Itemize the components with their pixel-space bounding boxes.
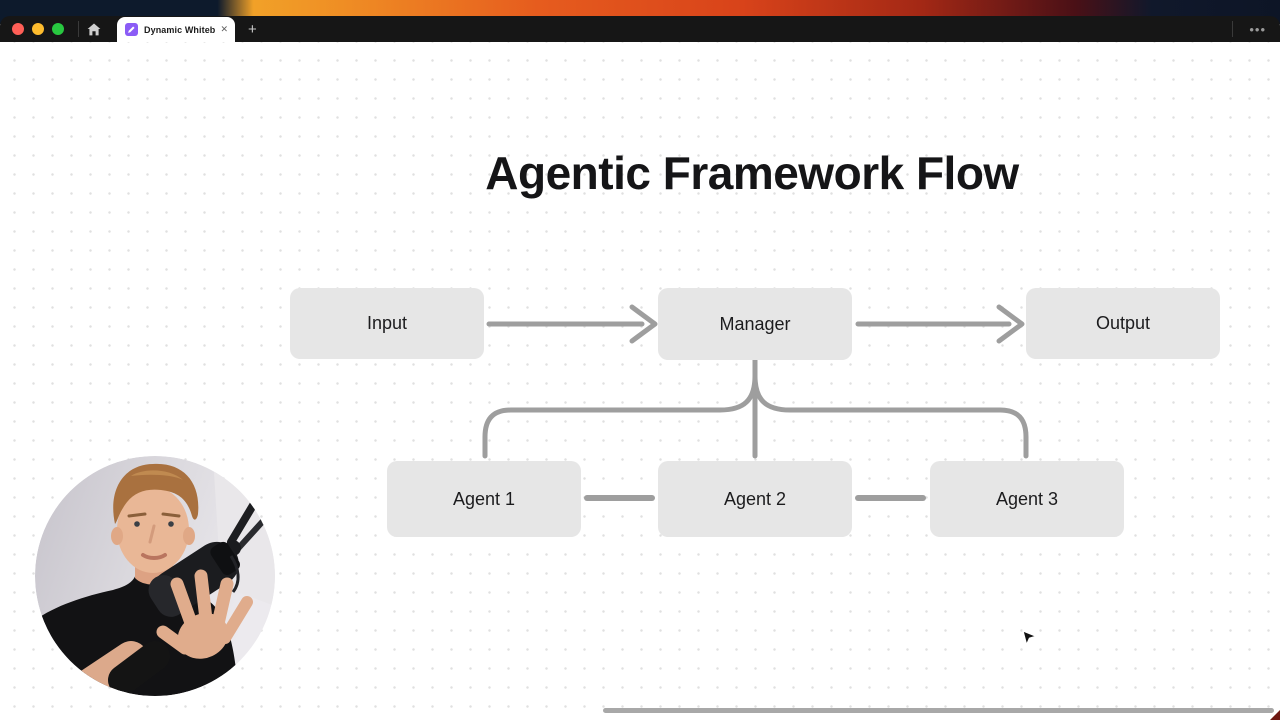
webcam-overlay bbox=[35, 456, 275, 696]
zoom-window-button[interactable] bbox=[52, 23, 64, 35]
overflow-menu-button[interactable]: ••• bbox=[1249, 21, 1266, 37]
node-agent-3[interactable]: Agent 3 bbox=[930, 461, 1124, 537]
tab-bar-right: ••• bbox=[1232, 16, 1280, 42]
horizontal-scrollbar[interactable] bbox=[603, 708, 1274, 713]
new-tab-button[interactable]: + bbox=[248, 20, 257, 38]
whiteboard-favicon-icon bbox=[125, 23, 138, 36]
node-agent-1[interactable]: Agent 1 bbox=[387, 461, 581, 537]
home-button[interactable] bbox=[79, 16, 109, 42]
tab-dynamic-whiteboard[interactable]: Dynamic Whiteboard ✕ bbox=[117, 17, 235, 42]
presenter-video bbox=[35, 456, 275, 696]
menu-divider bbox=[1232, 21, 1234, 37]
board-title[interactable]: Agentic Framework Flow bbox=[485, 147, 1019, 199]
home-icon bbox=[87, 23, 101, 35]
node-agent-2[interactable]: Agent 2 bbox=[658, 461, 852, 537]
corner-wallpaper-sliver bbox=[1270, 710, 1280, 720]
window-controls bbox=[0, 23, 78, 35]
tab-close-button[interactable]: ✕ bbox=[220, 24, 228, 34]
node-input[interactable]: Input bbox=[290, 288, 484, 359]
browser-tab-bar: Dynamic Whiteboard ✕ + ••• bbox=[0, 16, 1280, 42]
minimize-window-button[interactable] bbox=[32, 23, 44, 35]
tab-bar-divider bbox=[78, 21, 79, 37]
close-window-button[interactable] bbox=[12, 23, 24, 35]
node-output[interactable]: Output bbox=[1026, 288, 1220, 359]
tab-title: Dynamic Whiteboard bbox=[144, 24, 216, 35]
node-manager[interactable]: Manager bbox=[658, 288, 852, 360]
